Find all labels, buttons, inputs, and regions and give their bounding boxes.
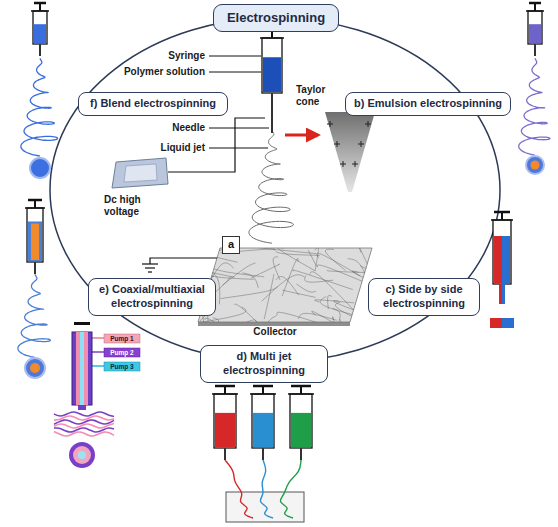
process-box: d) Multi jet electrospinning — [200, 345, 328, 383]
fiber-jet — [18, 274, 51, 357]
part-label: Collector — [230, 326, 320, 338]
syringe-symbol — [31, 3, 49, 56]
pump-label: Pump 2 — [104, 348, 140, 357]
taylor-cone — [285, 112, 375, 192]
part-label: Taylor cone — [296, 84, 340, 108]
coaxial-setup — [54, 322, 140, 468]
syringe-symbol — [250, 386, 276, 460]
process-box: f) Blend electrospinning — [78, 92, 228, 116]
syringe-symbol — [288, 386, 314, 460]
outer-circle — [50, 18, 500, 362]
part-label: Liquid jet — [161, 142, 205, 154]
fiber-jet — [519, 58, 550, 155]
part-label: Syringe — [168, 50, 205, 62]
syringe-symbol — [526, 3, 544, 56]
fiber-jet — [249, 130, 293, 243]
fiber-jet — [21, 58, 58, 156]
process-box: c) Side by side electrospinning — [368, 278, 480, 316]
box-label: e) Coaxial/multiaxial electrospinning — [95, 283, 209, 311]
wires — [142, 118, 265, 272]
pump-label: Pump 1 — [104, 334, 140, 343]
panel-letter-box: a — [222, 236, 240, 254]
part-label: Needle — [172, 122, 205, 134]
box-label: d) Multi jet electrospinning — [207, 350, 321, 378]
syringe-symbol — [260, 30, 284, 133]
pump-label: Pump 3 — [104, 362, 140, 371]
syringe-symbol — [491, 212, 513, 304]
box-label: a — [225, 238, 237, 252]
syringe-symbol — [25, 200, 45, 274]
multi-jet-collector — [225, 460, 304, 522]
box-label: b) Emulsion electrospinning — [352, 97, 504, 111]
part-label: Polymer solution — [124, 66, 205, 78]
box-label: f) Blend electrospinning — [85, 97, 221, 111]
box-label: c) Side by side electrospinning — [375, 283, 473, 311]
dc-source — [112, 158, 168, 188]
syringe-symbol — [212, 386, 238, 460]
process-box: b) Emulsion electrospinning — [345, 92, 511, 116]
box-label: Electrospinning — [220, 10, 332, 26]
title-box: Electrospinning — [213, 4, 339, 32]
part-label: Dc high voltage — [104, 194, 168, 218]
process-box: e) Coaxial/multiaxial electrospinning — [88, 278, 216, 316]
